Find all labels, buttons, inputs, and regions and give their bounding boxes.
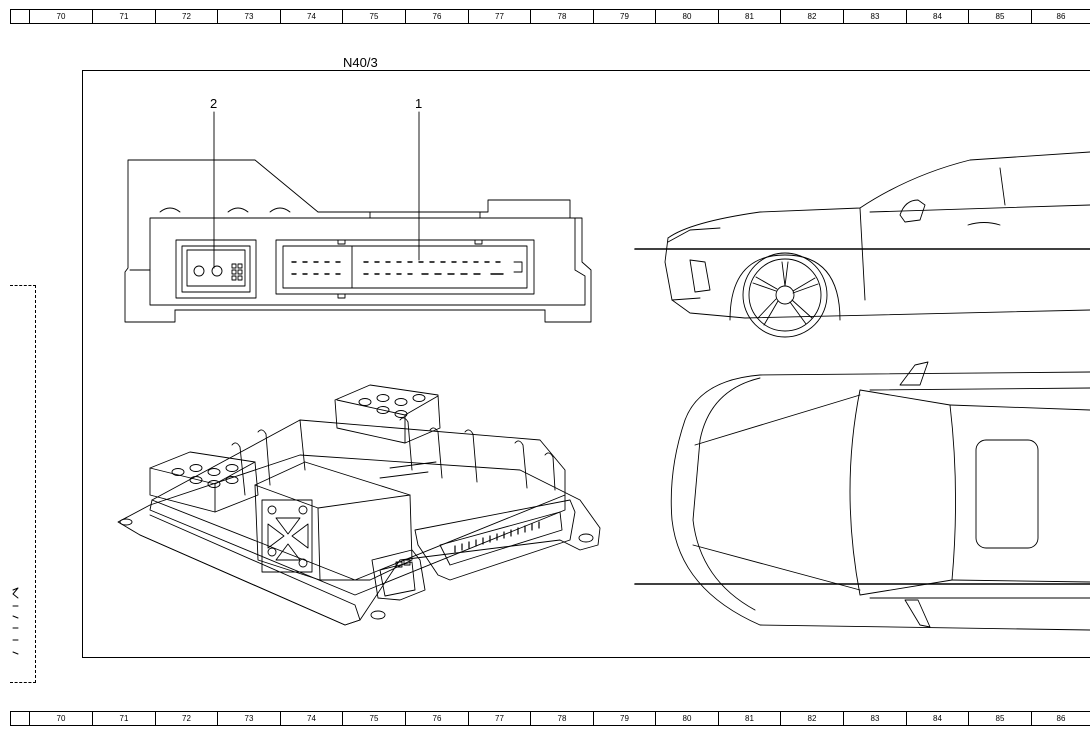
ruler-cell: 70 (29, 10, 92, 23)
ruler-cell: 84 (906, 10, 968, 23)
ruler-cell: 74 (280, 712, 342, 725)
control-unit-iso-view (117, 384, 601, 626)
ruler-cell: 77 (468, 10, 530, 23)
callout-2: 2 (210, 96, 218, 111)
ruler-cell: 85 (968, 712, 1031, 725)
ruler-cell: 80 (655, 10, 718, 23)
ruler-cell: 72 (155, 10, 217, 23)
ruler-cell: 79 (593, 10, 655, 23)
ruler-cell: 71 (92, 712, 155, 725)
ruler-cell: 86 (1031, 712, 1090, 725)
ruler-cell: 78 (530, 10, 593, 23)
ruler-cell: 76 (405, 10, 468, 23)
dashed-bracket (10, 285, 36, 683)
component-label: N40/3 (343, 55, 378, 70)
ruler-cell: 75 (342, 10, 405, 23)
ruler-bottom: 70 71 72 73 74 75 76 77 78 79 80 81 82 8… (10, 711, 1090, 726)
ruler-cell: 75 (342, 712, 405, 725)
ruler-cell: 71 (92, 10, 155, 23)
ruler-cell: 73 (217, 10, 280, 23)
ruler-cell: 82 (780, 712, 843, 725)
ruler-cell: 81 (718, 10, 780, 23)
ruler-cell: 83 (843, 10, 906, 23)
ruler-top: 70 71 72 73 74 75 76 77 78 79 80 81 82 8… (10, 9, 1090, 24)
ruler-cell: 77 (468, 712, 530, 725)
ruler-cell: 73 (217, 712, 280, 725)
ruler-cell: 74 (280, 10, 342, 23)
ruler-cell: 79 (593, 712, 655, 725)
ruler-cell: 86 (1031, 10, 1090, 23)
ruler-cell: 72 (155, 712, 217, 725)
ruler-cell: 82 (780, 10, 843, 23)
ruler-cell: 78 (530, 712, 593, 725)
ruler-cell: 85 (968, 10, 1031, 23)
ruler-cell: 83 (843, 712, 906, 725)
ruler-cell: 76 (405, 712, 468, 725)
ruler-cell: 70 (29, 712, 92, 725)
control-unit-front-view (124, 159, 592, 323)
ruler-cell (10, 712, 29, 725)
vehicle-side-view (634, 151, 1090, 338)
ruler-cell: 80 (655, 712, 718, 725)
vehicle-top-view (634, 361, 1090, 631)
ruler-cell: 84 (906, 712, 968, 725)
ruler-cell (10, 10, 29, 23)
bracket-marks (12, 587, 19, 655)
diagram-frame (82, 70, 1090, 658)
callout-1: 1 (415, 96, 423, 111)
ruler-cell: 81 (718, 712, 780, 725)
